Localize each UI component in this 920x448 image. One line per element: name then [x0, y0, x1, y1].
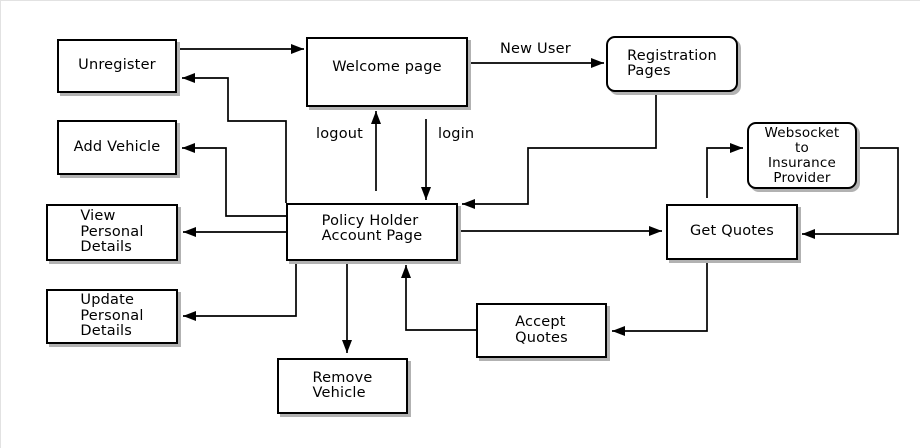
edge-policyholder-to-unregister — [182, 73, 287, 203]
node-add-vehicle: Add Vehicle — [57, 120, 177, 175]
edge-getquotes-to-acceptquotes — [612, 260, 708, 336]
node-websocket-label: Websocket to Insurance Provider — [764, 124, 840, 186]
node-welcome-page: Welcome page — [306, 37, 468, 107]
edge-registration-to-policyholder — [462, 92, 657, 209]
node-view-personal-details: View Personal Details — [46, 204, 178, 261]
node-accept-quotes: Accept Quotes — [476, 303, 607, 358]
node-add-vehicle-label: Add Vehicle — [73, 138, 161, 155]
node-welcome-page-label: Welcome page — [332, 58, 442, 75]
node-policy-holder-label: Policy Holder Account Page — [321, 212, 423, 244]
node-update-personal-details-label: Update Personal Details — [80, 292, 144, 340]
node-update-personal-details: Update Personal Details — [46, 289, 178, 344]
edge-label-logout: logout — [314, 126, 366, 142]
node-unregister: Unregister — [57, 39, 177, 93]
edge-label-new-user: New User — [498, 41, 573, 57]
node-accept-quotes-label: Accept Quotes — [515, 314, 568, 346]
edge-policyholder-to-updatepersonal — [183, 261, 297, 321]
node-remove-vehicle-label: Remove Vehicle — [312, 369, 373, 401]
edge-websocket-to-getquotes — [802, 147, 899, 239]
edge-label-login: login — [436, 126, 477, 142]
node-registration-pages: Registration Pages — [606, 36, 738, 92]
node-remove-vehicle: Remove Vehicle — [277, 358, 408, 414]
node-get-quotes: Get Quotes — [666, 204, 798, 260]
node-get-quotes-label: Get Quotes — [689, 223, 775, 240]
node-policy-holder-account-page: Policy Holder Account Page — [286, 203, 458, 261]
node-view-personal-details-label: View Personal Details — [80, 208, 144, 256]
edge-getquotes-to-websocket — [706, 143, 743, 198]
node-registration-pages-label: Registration Pages — [627, 47, 717, 79]
node-unregister-label: Unregister — [78, 57, 156, 74]
node-websocket-insurance-provider: Websocket to Insurance Provider — [747, 122, 857, 189]
edge-policyholder-to-addvehicle — [182, 143, 286, 217]
edge-acceptquotes-to-policyholder — [401, 265, 476, 331]
